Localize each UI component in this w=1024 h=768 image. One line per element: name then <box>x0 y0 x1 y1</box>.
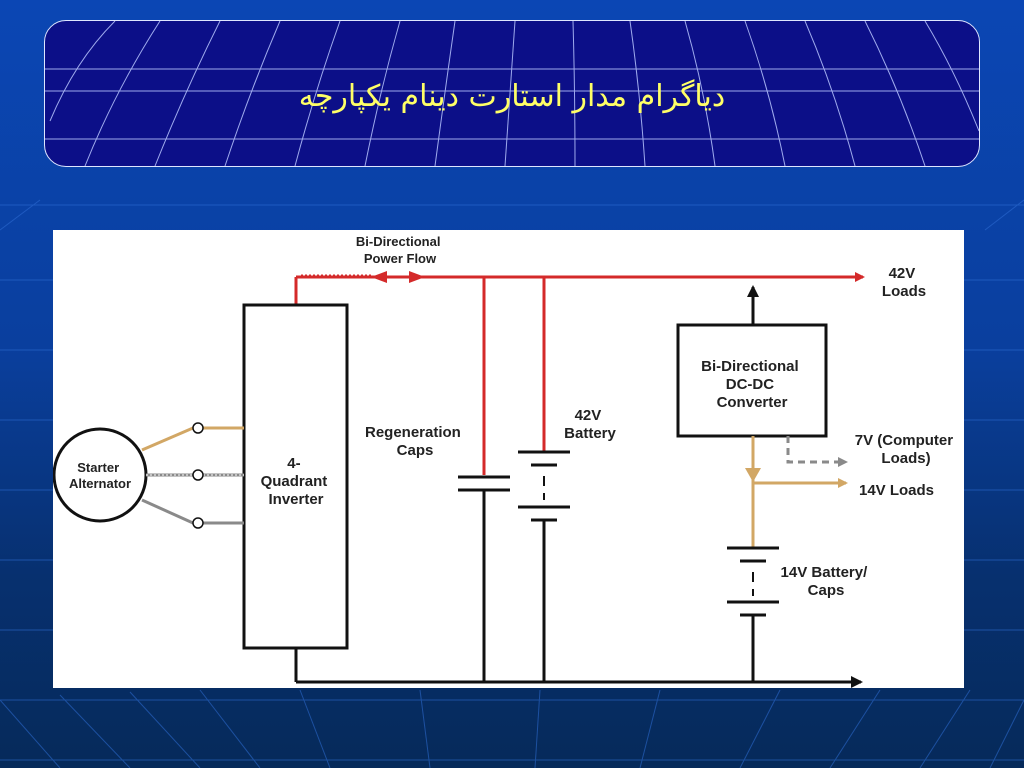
circuit-diagram-svg: Bi-Directional Power Flow 42V Loads Bi-D… <box>53 234 958 688</box>
regeneration-caps-label: Regeneration Caps <box>365 424 465 459</box>
loads-14v-label: 14V Loads <box>859 482 934 499</box>
converter-label: Bi-Directional DC-DC Converter <box>701 358 803 411</box>
title-banner: دیاگرام مدار استارت دینام یکپارچه <box>44 20 980 167</box>
bus-42v <box>294 272 865 475</box>
starter-alternator-circle <box>53 427 148 523</box>
title-grid <box>45 21 979 166</box>
power-flow-label: Bi-Directional Power Flow <box>356 234 444 266</box>
regeneration-caps-symbol <box>458 475 510 492</box>
power-flow-arrow <box>371 271 425 283</box>
dc-dc-converter-box <box>676 323 828 438</box>
inverter-label: 4- Quadrant Inverter <box>261 455 332 508</box>
phase-connections <box>141 422 244 529</box>
loads-42v-label: 42V Loads <box>882 265 926 300</box>
bus-14v <box>745 436 848 548</box>
battery-14v-label: 14V Battery/ Caps <box>781 564 872 599</box>
computer-loads-label: 7V (Computer Loads) <box>855 432 958 467</box>
battery-42v-label: 42V Battery <box>564 407 616 442</box>
slide-title: دیاگرام مدار استارت دینام یکپارچه <box>298 79 726 114</box>
ground-bus <box>294 490 863 688</box>
circuit-diagram: Bi-Directional Power Flow 42V Loads Bi-D… <box>53 230 964 688</box>
battery-14v-symbol <box>727 546 779 617</box>
battery-42v-symbol <box>518 450 570 522</box>
starter-alternator-label: Starter Alternator <box>69 460 131 491</box>
computer-loads-line <box>786 436 848 467</box>
